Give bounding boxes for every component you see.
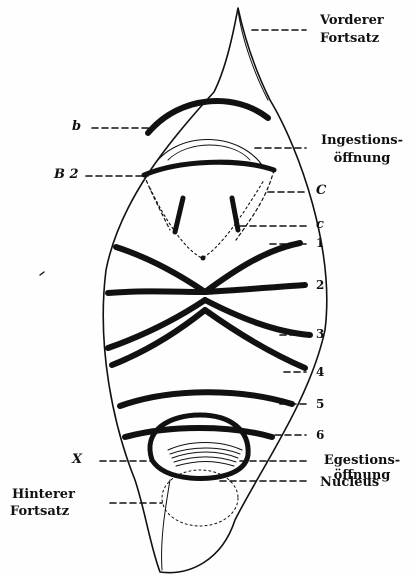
egestion-line-1: [170, 448, 240, 454]
label-2: 2: [316, 278, 324, 292]
label-b: b: [72, 120, 81, 134]
band-1-left: [116, 247, 205, 292]
label-5: 5: [316, 397, 324, 411]
label-1: 1: [316, 236, 324, 250]
band-4-left: [112, 310, 205, 365]
label-c: c: [316, 218, 324, 232]
label-nucleus: Nucleus: [320, 476, 379, 490]
band-6: [125, 428, 272, 437]
band-2-right: [205, 285, 305, 292]
label-vorderer-l2: Fortsatz: [320, 32, 379, 46]
label-6: 6: [316, 428, 324, 442]
triangle-apex-dot: [201, 256, 206, 261]
band-b: [148, 101, 268, 133]
stray-tick: [40, 272, 44, 275]
label-vorderer-l1: Vorderer: [320, 14, 384, 28]
band-c-right: [236, 170, 274, 240]
band-b2: [144, 162, 274, 175]
band-5: [120, 392, 292, 406]
label-hinterer-l1: Hinterer: [12, 488, 75, 502]
band-2-left: [108, 291, 205, 293]
c-bar-left: [175, 198, 183, 232]
label-hinterer-l2: Fortsatz: [10, 505, 69, 519]
label-ingestion-l2: öffnung: [310, 152, 414, 166]
band-4-right: [205, 310, 305, 368]
label-4: 4: [316, 365, 324, 379]
dotted-triangle: [150, 180, 264, 258]
egestion-line-4: [176, 462, 234, 467]
posterior-process-curve: [162, 480, 170, 570]
label-B2: B 2: [54, 168, 79, 182]
ingestion-inner: [168, 145, 250, 160]
label-egestion-l1: Egestions-: [310, 454, 414, 468]
egestion-opening: [168, 443, 242, 451]
label-C: C: [316, 184, 326, 198]
label-3: 3: [316, 327, 324, 341]
label-ingestion-l1: Ingestions-: [310, 134, 414, 148]
label-X: X: [72, 453, 82, 467]
